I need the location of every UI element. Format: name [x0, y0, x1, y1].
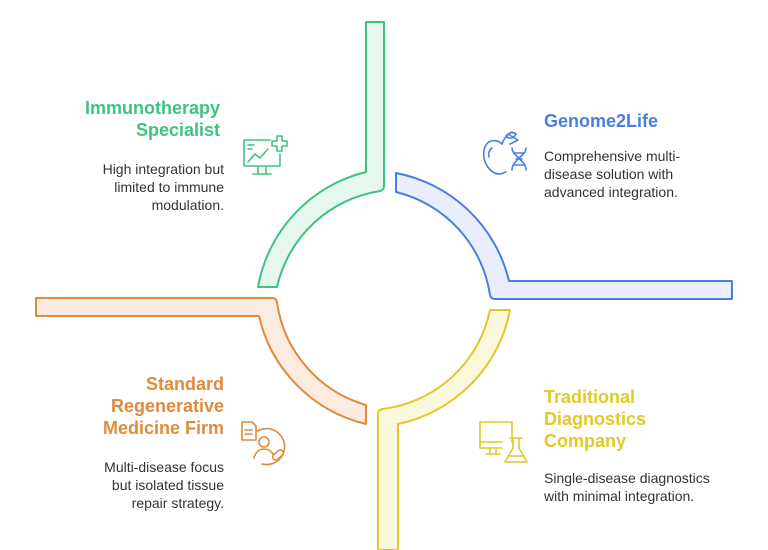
description-line: Single-disease diagnostics [544, 470, 710, 486]
description-line: with minimal integration. [544, 488, 695, 504]
regenerative-medicine-description: Multi-disease focus but isolated tissue … [40, 458, 224, 512]
description-line: Comprehensive multi- [544, 148, 681, 164]
description-line: limited to immune [114, 179, 224, 195]
person-doctor-icon [241, 421, 286, 466]
arm-immunotherapy [257, 21, 385, 288]
regenerative-medicine-title: Standard Regenerative Medicine Firm [40, 373, 224, 439]
description-line: disease solution with [544, 166, 674, 182]
lab-computer-icon [479, 421, 528, 463]
genome2life-description: Comprehensive multi- disease solution wi… [544, 147, 744, 201]
arm-traditional-diagnostics [377, 309, 511, 550]
description-line: Multi-disease focus [104, 459, 224, 475]
title-line: Regenerative [110, 396, 224, 416]
title-line: Medicine Firm [102, 418, 224, 438]
description-line: but isolated tissue [111, 477, 224, 493]
title-line: Company [544, 431, 627, 451]
title-line: Genome2Life [544, 111, 659, 131]
title-line: Standard [145, 374, 224, 394]
title-line: Specialist [135, 120, 220, 140]
title-line: Immunotherapy [84, 98, 220, 118]
immunotherapy-description: High integration but limited to immune m… [40, 160, 224, 214]
title-line: Traditional [544, 387, 636, 407]
description-line: modulation. [151, 197, 224, 213]
arm-regenerative-medicine [35, 297, 367, 425]
description-line: advanced integration. [544, 184, 678, 200]
arm-genome2life [395, 172, 733, 300]
genome2life-title: Genome2Life [544, 110, 744, 132]
immunotherapy-title: Immunotherapy Specialist [40, 97, 220, 141]
dna-apple-icon [482, 131, 527, 175]
traditional-diagnostics-description: Single-disease diagnostics with minimal … [544, 469, 754, 505]
description-line: High integration but [102, 161, 224, 177]
monitor-medical-icon [243, 135, 288, 175]
description-line: repair strategy. [131, 495, 224, 511]
title-line: Diagnostics [544, 409, 647, 429]
traditional-diagnostics-title: Traditional Diagnostics Company [544, 386, 744, 452]
